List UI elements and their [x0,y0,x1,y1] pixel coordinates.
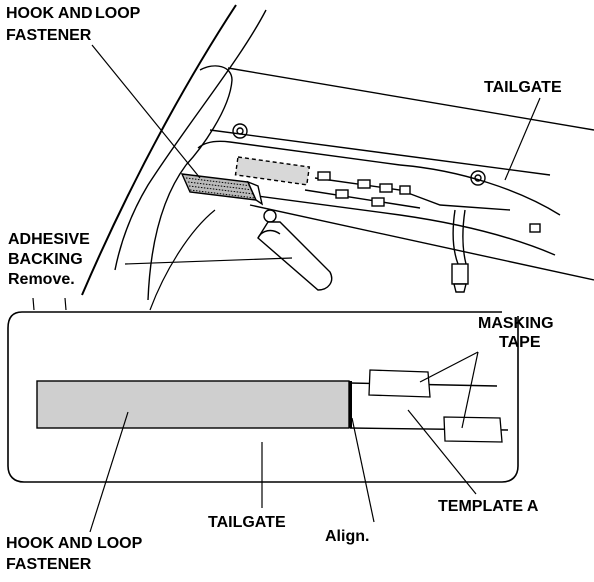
detail-callout-break-2 [64,297,67,311]
fastener-end-tab [246,180,264,206]
label-hook-loop-top-1: HOOK AND [6,5,93,22]
pillar-curve [185,65,233,166]
adhesive-backing-fold [257,229,281,239]
masking-tape-left [368,369,431,398]
tailgate-perspective-illustration [81,4,594,301]
wire-clip-6 [399,185,411,195]
label-hook-loop-top-2: LOOP [95,5,141,22]
leader-masking-right [461,351,479,429]
wire-clip-3 [379,183,393,193]
label-hook-loop-bottom-2: FASTENER [6,556,92,573]
wire-drop-outer [452,209,459,265]
bolt-hole-left-outer [232,123,248,139]
wire-clip-1 [317,171,331,181]
label-adhesive-2: BACKING [8,251,83,268]
label-hook-loop-bottom-1: HOOK AND LOOP [6,535,143,552]
window-frame-inner-line [114,9,267,271]
detail-labels: MASKING TAPE TEMPLATE A TAILGATE Align. … [6,315,554,573]
wire-clip-4 [335,189,349,199]
label-tailgate-top: TAILGATE [484,79,562,96]
tailgate-top-edge [227,67,594,131]
detail-callout-break-1 [32,297,35,311]
label-adhesive-1: ADHESIVE [8,231,90,248]
tailgate-recess-bottom [249,194,556,256]
leader-align [351,417,375,523]
label-hook-loop-top-3: FASTENER [6,27,92,44]
tailgate-lower-edge [249,204,594,281]
wire-connector [451,263,469,285]
wire-harness-lower [304,189,421,209]
template-a-edge [349,381,352,428]
wire-clip-2 [357,179,371,189]
window-frame-outer-line [81,4,237,296]
detail-box [7,311,519,483]
fastener-position-dashed [234,156,311,186]
label-align: Align. [325,528,369,545]
fastener-texture [185,177,256,199]
label-template-a: TEMPLATE A [438,498,539,515]
adhesive-backing-tab [263,209,277,223]
label-tailgate-bottom: TAILGATE [208,514,286,531]
wire-connector-tip [453,283,467,293]
bolt-hole-left-inner [236,127,244,135]
leader-tailgate-top [504,97,541,181]
bolt-hole-right-outer [470,170,486,186]
pillar-lower-curve [147,164,187,301]
top-labels: HOOK AND LOOP FASTENER TAILGATE ADHESIVE… [6,5,562,288]
leader-hook-loop-top [91,44,201,179]
adhesive-backing-strip [257,221,333,291]
leader-hook-loop-bottom [89,411,129,533]
detail-box-frame [7,311,519,483]
leader-template-a [407,409,477,495]
leader-adhesive [124,257,293,265]
detail-callout-line-left [149,209,216,311]
label-adhesive-3: Remove. [8,271,75,288]
wire-drop-inner [462,209,467,265]
tailgate-upper-panel-edge [209,129,551,176]
label-masking-2: TAPE [499,334,541,351]
hook-loop-fastener-detail [36,380,350,429]
masking-tape-right [443,416,503,443]
leader-masking-left [419,351,479,383]
tailgate-recess-curve [399,164,561,216]
tailgate-recess-top [197,140,401,166]
label-masking-1: MASKING [478,315,554,332]
wire-clip-5 [371,197,385,207]
wire-clip-7 [529,223,541,233]
bolt-hole-right-inner [474,174,482,182]
